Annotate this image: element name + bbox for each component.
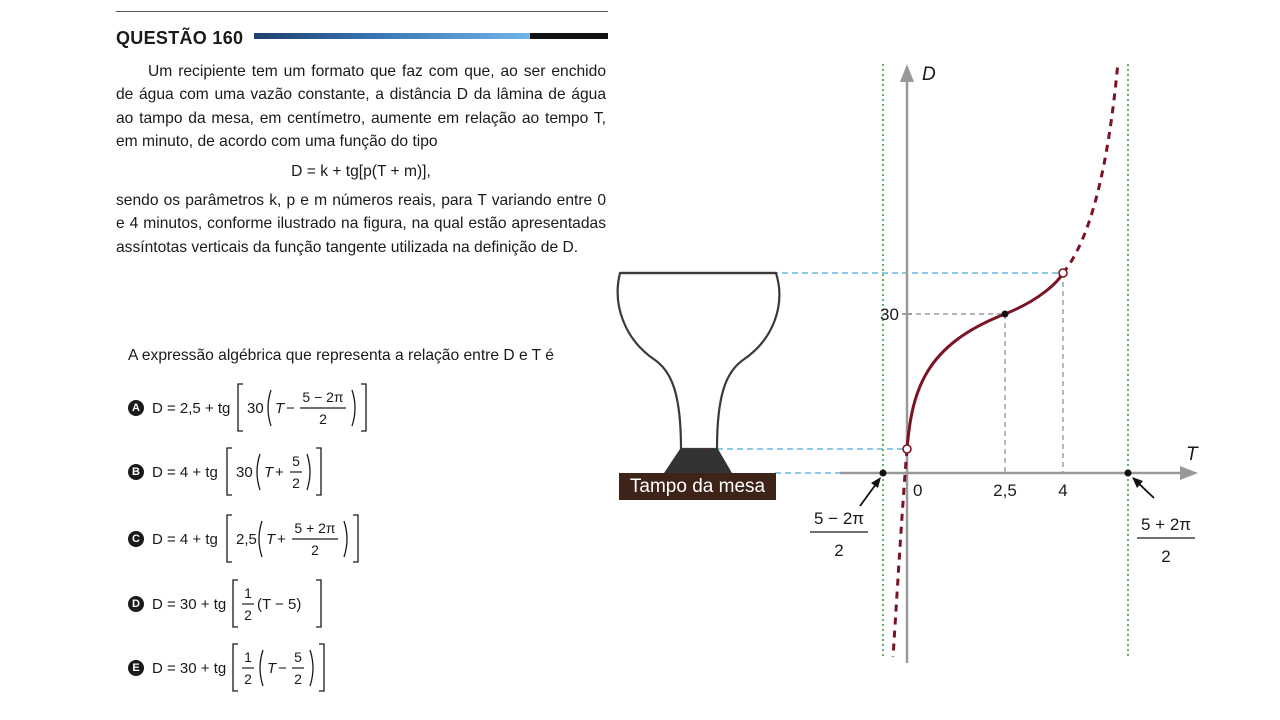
option-d-tail: (T − 5) xyxy=(257,596,301,613)
svg-text:T: T xyxy=(266,531,277,548)
tick-label-4: 4 xyxy=(1058,481,1067,500)
option-b-bullet: B xyxy=(128,464,144,480)
point-open-start xyxy=(902,444,912,454)
asym-left-numerator: 5 − 2π xyxy=(814,509,864,528)
tick-label-25: 2,5 xyxy=(993,481,1017,500)
vase-outline xyxy=(616,271,781,451)
option-d-coef-denominator: 2 xyxy=(244,607,252,623)
option-b-numerator: 5 xyxy=(292,453,300,469)
option-d-expression: D = 30 + tg 1 2 (T − 5) xyxy=(152,579,322,628)
statement-formula: D = k + tg[p(T + m)], xyxy=(291,163,431,181)
option-a-prefix: D = 2,5 + tg xyxy=(152,400,230,417)
option-c-prefix: D = 4 + tg xyxy=(152,531,218,548)
option-c-sign: + xyxy=(277,531,286,548)
option-c-bullet: C xyxy=(128,531,144,547)
asym-right-numerator: 5 + 2π xyxy=(1141,515,1191,534)
option-e-coef-numerator: 1 xyxy=(244,649,252,665)
option-d-coef-numerator: 1 xyxy=(244,585,252,601)
option-e-numerator: 5 xyxy=(294,649,302,665)
option-e-sign: − xyxy=(278,660,287,677)
question-header: QUESTÃO 160 xyxy=(116,28,608,52)
arrow-right-head xyxy=(1132,477,1143,488)
tick-label-30: 30 xyxy=(880,305,899,324)
option-b[interactable]: B D = 4 + tg 30 T + 5 2 xyxy=(128,442,412,502)
option-a-coefficient: 30 xyxy=(247,400,264,417)
curve-solid xyxy=(905,272,1065,450)
option-a-bullet: A xyxy=(128,400,144,416)
option-b-expression: D = 4 + tg 30 T + 5 2 xyxy=(152,447,322,496)
axis-label-d: D xyxy=(922,64,936,85)
option-e[interactable]: E D = 30 + tg 1 2 T − 5 2 xyxy=(128,638,412,698)
svg-text:T: T xyxy=(267,660,278,677)
curve-dashed-lower xyxy=(891,448,909,658)
option-e-prefix: D = 30 + tg xyxy=(152,660,226,677)
arrow-left-head xyxy=(871,477,881,488)
option-c-expression: D = 4 + tg 2,5 T + 5 + 2π 2 xyxy=(152,514,359,563)
svg-text:T: T xyxy=(264,464,275,481)
t-axis-arrow xyxy=(1180,466,1198,480)
option-a[interactable]: A D = 2,5 + tg 30 T − 5 − 2π 2 xyxy=(128,378,412,438)
option-e-expression: D = 30 + tg 1 2 T − 5 2 xyxy=(152,643,325,692)
curve-dashed-upper xyxy=(1061,61,1120,274)
option-a-denominator: 2 xyxy=(319,411,327,427)
point-25-30 xyxy=(1001,310,1009,318)
asym-left-denominator: 2 xyxy=(834,541,843,560)
question-title-bar xyxy=(254,33,608,39)
point-asym-left xyxy=(879,469,887,477)
statement-paragraph-1: Um recipiente tem um formato que faz com… xyxy=(116,63,606,150)
option-e-bullet: E xyxy=(128,660,144,676)
option-c[interactable]: C D = 4 + tg 2,5 T + 5 + 2π 2 xyxy=(128,509,412,569)
option-b-denominator: 2 xyxy=(292,475,300,491)
option-b-coefficient: 30 xyxy=(236,464,253,481)
statement-paragraph-2: sendo os parâmetros k, p e m números rea… xyxy=(116,192,606,256)
tick-label-0: 0 xyxy=(913,481,922,500)
point-open-end xyxy=(1058,268,1068,278)
option-a-sign: − xyxy=(286,400,295,417)
option-e-coef-denominator: 2 xyxy=(244,671,252,687)
option-c-denominator: 2 xyxy=(311,542,319,558)
option-d[interactable]: D D = 30 + tg 1 2 (T − 5) xyxy=(128,574,412,634)
point-asym-right xyxy=(1124,469,1132,477)
option-e-denominator: 2 xyxy=(294,671,302,687)
question-statement: Um recipiente tem um formato que faz com… xyxy=(116,60,606,259)
table-top-label: Tampo da mesa xyxy=(619,473,776,500)
option-a-numerator: 5 − 2π xyxy=(302,389,344,405)
asym-right-denominator: 2 xyxy=(1161,547,1170,566)
d-axis-arrow xyxy=(900,64,914,82)
option-b-prefix: D = 4 + tg xyxy=(152,464,218,481)
option-d-prefix: D = 30 + tg xyxy=(152,596,226,613)
question-title: QUESTÃO 160 xyxy=(116,28,244,48)
question-prompt: A expressão algébrica que representa a r… xyxy=(128,347,554,364)
option-a-expression: D = 2,5 + tg 30 T − 5 − 2π 2 xyxy=(152,383,367,432)
svg-text:T: T xyxy=(275,400,286,417)
option-b-sign: + xyxy=(275,464,284,481)
option-d-bullet: D xyxy=(128,596,144,612)
axis-label-t: T xyxy=(1186,444,1199,465)
vase-base xyxy=(664,449,732,473)
option-c-coefficient: 2,5 xyxy=(236,531,257,548)
option-c-numerator: 5 + 2π xyxy=(294,520,336,536)
page-top-rule xyxy=(116,11,608,12)
graph-figure: D T 30 0 2,5 4 5 − 2π 2 5 + 2π 2 xyxy=(616,61,1199,663)
